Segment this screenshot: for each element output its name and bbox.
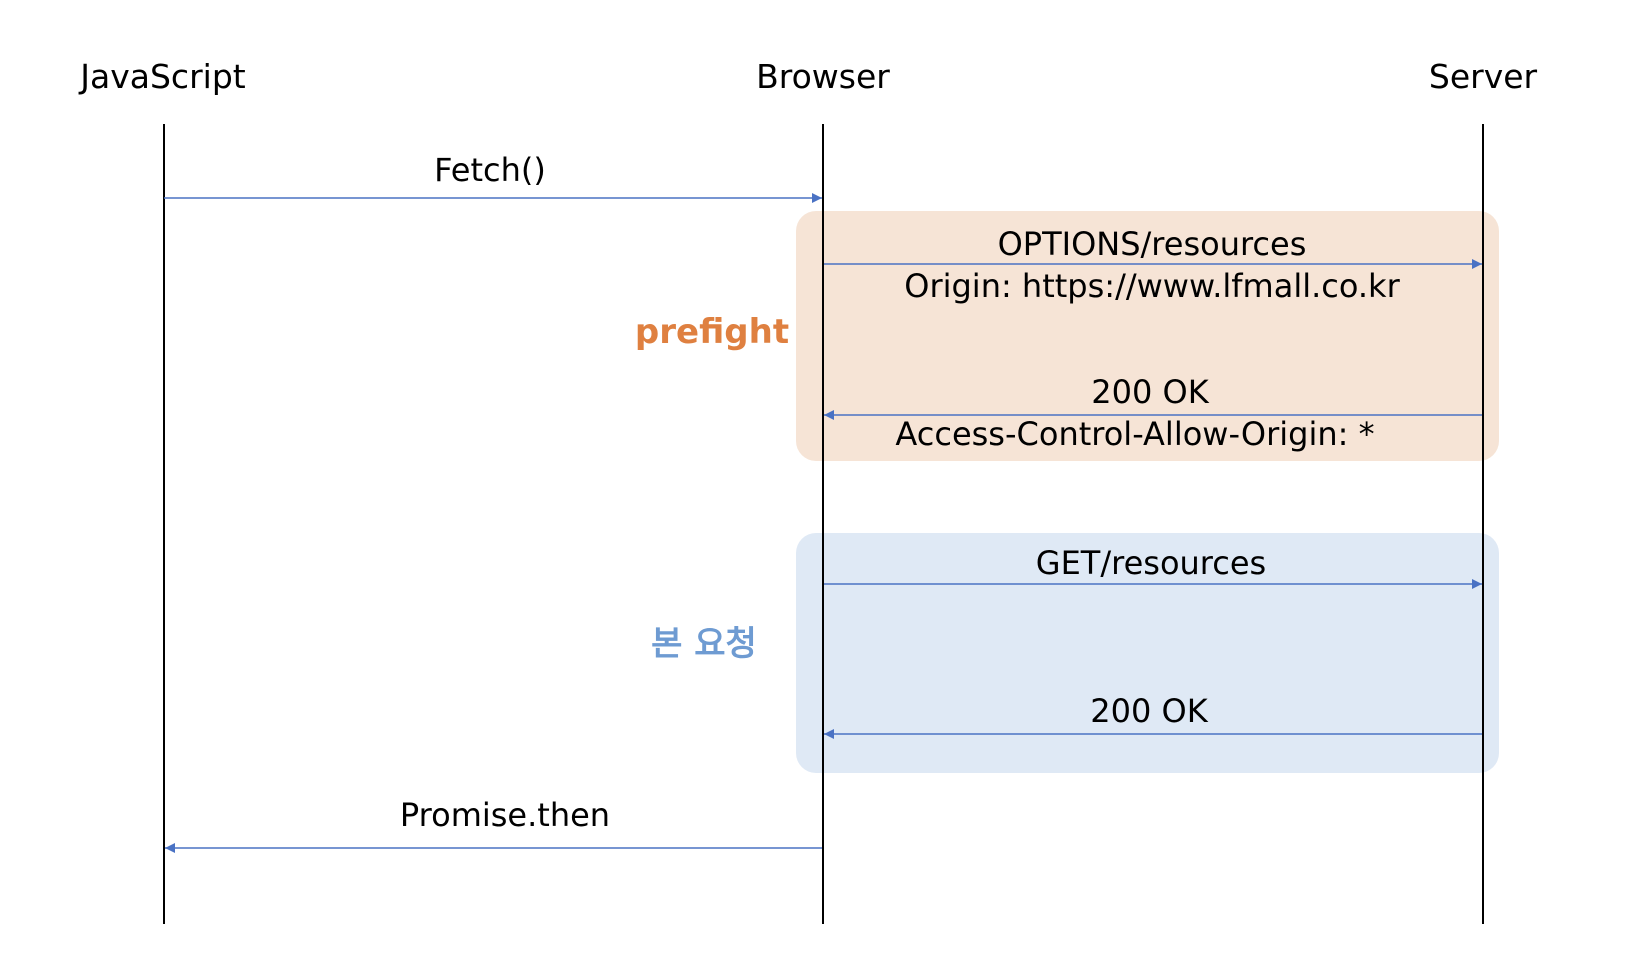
message-preflight-ok-sublabel: Access-Control-Allow-Origin: * [895,415,1374,453]
actor-server-label: Server [1429,57,1538,96]
preflight-group-label: prefight [635,312,789,352]
message-preflight-ok-label: 200 OK [1091,373,1209,411]
actor-javascript-label: JavaScript [78,57,245,96]
actor-browser-label: Browser [756,57,890,96]
preflight-group-box [796,211,1499,461]
message-get-ok-label: 200 OK [1090,692,1208,730]
main-request-group-box [796,533,1499,773]
main-request-group-label: 본 요청 [651,624,757,664]
message-get-label: GET/resources [1036,544,1266,582]
message-options-label: OPTIONS/resources [998,225,1307,263]
message-promise-label: Promise.then [400,796,610,834]
message-options-sublabel: Origin: https://www.lfmall.co.kr [904,267,1400,305]
message-fetch-label: Fetch() [434,151,546,189]
